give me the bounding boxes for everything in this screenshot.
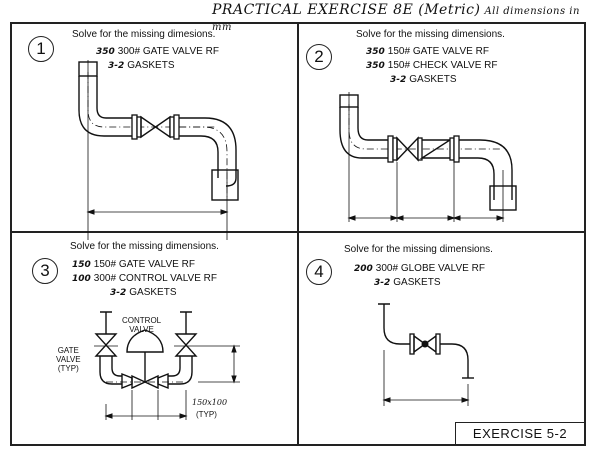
panel-4-number: 4 (306, 259, 332, 285)
panel-1-number: 1 (28, 36, 54, 62)
gate-valve-label: GATE VALVE (TYP) (56, 346, 81, 373)
frame-divider-horizontal (10, 231, 586, 233)
panel-4-instruction: Solve for the missing dimensions. (344, 244, 493, 255)
panel-1-instruction: Solve for the missing dimesions. (72, 29, 216, 40)
page-subtitle: All dimensions in mm (212, 6, 580, 33)
panel-2-number: 2 (306, 44, 332, 70)
panel-3-instruction: Solve for the missing dimensions. (70, 241, 219, 252)
frame-divider-vertical (297, 22, 299, 446)
reducer-label: 150x100 (192, 398, 228, 407)
control-valve-label: CONTROL VALVE (122, 316, 162, 334)
panel-3-number: 3 (32, 258, 58, 284)
exercise-number-label: EXERCISE 5-2 (455, 422, 585, 446)
panel-2-instruction: Solve for the missing dimensions. (356, 29, 505, 40)
page-title: PRACTICAL EXERCISE 8E (Metric)All dimens… (212, 2, 580, 33)
reducer-typ-label: (TYP) (196, 410, 217, 419)
